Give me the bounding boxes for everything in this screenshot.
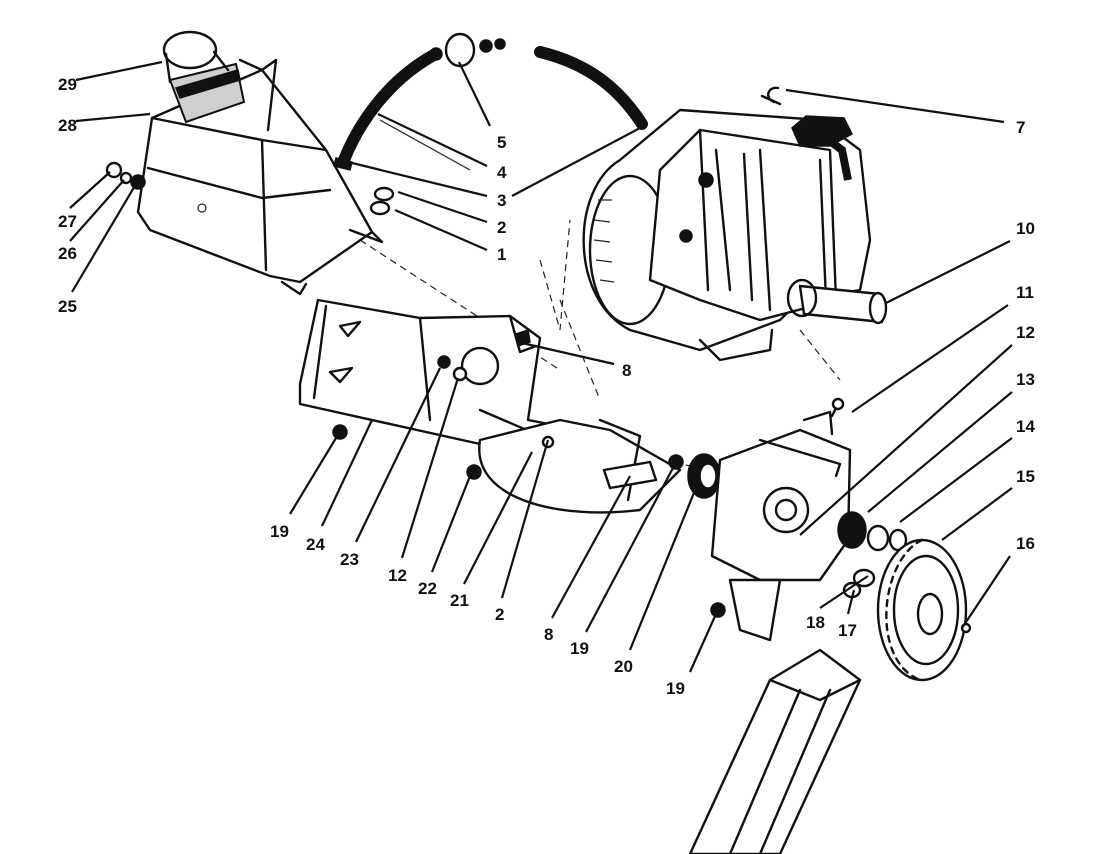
leader-line-c24 <box>321 419 373 527</box>
leader-line-c18 <box>819 575 869 609</box>
leader-line-c20 <box>628 477 702 651</box>
callout-label-c19b: 19 <box>570 639 589 658</box>
callout-label-c5: 5 <box>497 133 506 152</box>
callout-label-c12b: 12 <box>388 566 407 585</box>
leader-line-c8a <box>521 341 615 366</box>
leader-line-c3b <box>511 127 641 197</box>
callout-label-c25: 25 <box>58 297 77 316</box>
lower-housing <box>478 418 682 514</box>
callout-label-c22: 22 <box>418 579 437 598</box>
fuel-line <box>333 32 648 171</box>
leader-line-c22 <box>430 475 472 573</box>
leader-line-c2b <box>500 439 550 599</box>
leader-line-c23 <box>355 367 441 543</box>
callout-label-c13: 13 <box>1016 370 1035 389</box>
callout-label-c15: 15 <box>1016 467 1035 486</box>
callout-label-c24: 24 <box>306 535 325 554</box>
callout-label-c19c: 19 <box>666 679 685 698</box>
callout-label-c8a: 8 <box>622 361 631 380</box>
callout-label-c11: 11 <box>1016 283 1034 302</box>
leader-line-c21 <box>463 451 533 585</box>
leader-line-c17 <box>846 589 856 615</box>
leader-line-c4 <box>377 113 488 167</box>
leader-line-c7 <box>785 88 1005 124</box>
crankshaft <box>786 278 888 325</box>
callout-label-c4: 4 <box>497 163 507 182</box>
leader-line-c12b <box>400 377 460 559</box>
leader-line-c3 <box>347 160 488 198</box>
leader-line-c29 <box>75 60 163 82</box>
leader-line-c14 <box>899 437 1013 523</box>
callout-label-c3: 3 <box>497 191 506 210</box>
callout-label-c14: 14 <box>1016 417 1035 436</box>
callout-label-c29: 29 <box>58 75 77 94</box>
callout-label-c7: 7 <box>1016 118 1025 137</box>
tank-hardware <box>105 161 146 190</box>
callout-label-c2: 2 <box>497 218 506 237</box>
leader-line-c5 <box>458 61 491 127</box>
callout-label-c12: 12 <box>1016 323 1035 342</box>
callout-label-c23: 23 <box>340 550 359 569</box>
leader-line-c27 <box>69 171 111 209</box>
leader-line-c25 <box>71 183 137 293</box>
fuel-cap <box>162 30 246 124</box>
leader-line-c11 <box>851 304 1009 413</box>
callout-label-c2b: 2 <box>495 605 504 624</box>
callout-label-c19a: 19 <box>270 522 289 541</box>
leader-line-c16 <box>961 555 1011 629</box>
callout-label-c17: 17 <box>838 621 857 640</box>
leader-line-c26 <box>69 179 125 242</box>
hose-clamp <box>369 186 395 216</box>
leader-line-c8b <box>551 475 631 619</box>
callout-label-c20: 20 <box>614 657 633 676</box>
callout-label-c18: 18 <box>806 613 825 632</box>
leader-line-c19b <box>585 465 675 633</box>
fuel-tank <box>136 58 384 296</box>
leader-line-c10 <box>885 240 1011 304</box>
engine <box>582 94 872 362</box>
callout-label-c26: 26 <box>58 244 77 263</box>
discharge-chute <box>688 648 862 854</box>
leader-line-c19a <box>289 437 337 515</box>
callout-label-c1: 1 <box>497 245 506 264</box>
frame-bracket <box>298 298 582 462</box>
leader-line-c13 <box>867 391 1013 513</box>
hardware-nuts <box>332 329 726 618</box>
leader-line-c1 <box>394 208 488 252</box>
callout-layer: 2928272625543217101112131415168192423122… <box>58 60 1035 698</box>
callout-label-c28: 28 <box>58 116 77 135</box>
leader-line-c2 <box>397 190 488 224</box>
bearing <box>687 453 721 499</box>
leader-line-c12 <box>799 344 1013 536</box>
callout-label-c27: 27 <box>58 212 77 231</box>
retaining-clip <box>767 86 780 104</box>
callout-label-c21: 21 <box>450 591 469 610</box>
callout-label-c16: 16 <box>1016 534 1035 553</box>
gearbox-plate <box>710 397 852 642</box>
leader-line-c15 <box>941 487 1013 541</box>
leader-line-c19c <box>688 613 718 673</box>
callout-label-c8b: 8 <box>544 625 553 644</box>
callout-label-c10: 10 <box>1016 219 1035 238</box>
leader-line-c28 <box>75 112 151 123</box>
drive-gear <box>876 538 972 682</box>
